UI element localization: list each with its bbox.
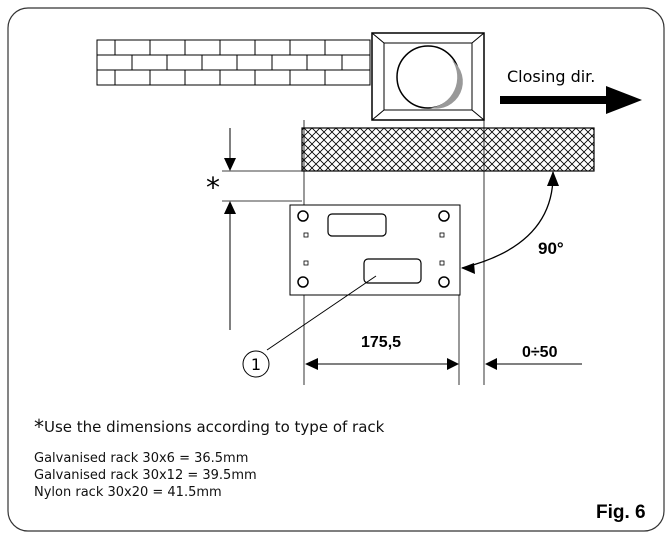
callout-number: 1 [251, 355, 261, 374]
width-dimension-label: 175,5 [361, 334, 401, 351]
notes-intro-text: Use the dimensions according to type of … [44, 418, 385, 436]
gate-post [371, 32, 485, 121]
callout-circle [242, 350, 270, 378]
brick-wall [96, 39, 371, 86]
notes-intro: *Use the dimensions according to type of… [34, 415, 385, 439]
callout-leader [266, 275, 377, 351]
figure-label: Fig. 6 [596, 502, 646, 523]
figure-frame [7, 7, 665, 532]
rack [301, 127, 595, 172]
rack-spec-2: Galvanised rack 30x12 = 39.5mm [34, 468, 257, 483]
rack-spec-3: Nylon rack 30x20 = 41.5mm [34, 485, 222, 500]
angle-label: 90° [538, 239, 564, 258]
angle-arrow-bottom [461, 263, 475, 274]
gap-dimension [485, 358, 582, 370]
angle-arrow-top [547, 171, 559, 186]
closing-direction-label: Closing dir. [507, 67, 595, 86]
asterisk-dimension [224, 128, 236, 330]
foundation-plate [289, 204, 461, 296]
closing-direction-arrow [500, 86, 642, 114]
rack-spec-1: Galvanised rack 30x6 = 36.5mm [34, 451, 248, 466]
roller-shade [430, 60, 463, 109]
gap-dimension-label: 0÷50 [522, 344, 558, 361]
asterisk-marker: * [206, 171, 220, 204]
width-dimension [305, 358, 459, 370]
angle-arc [461, 171, 554, 269]
notes-asterisk: * [34, 415, 44, 439]
